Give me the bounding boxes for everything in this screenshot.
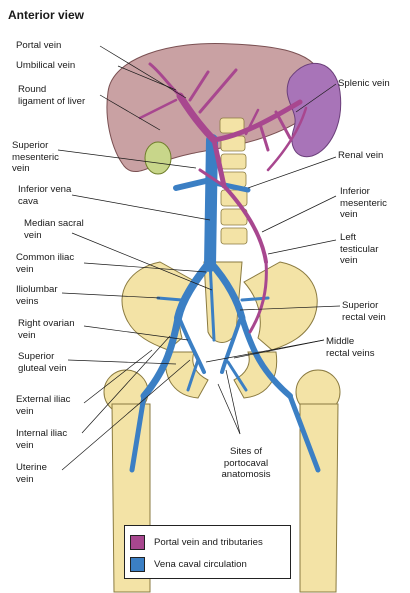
view-title: Anterior view [8,8,85,22]
label-renal-vein: Renal vein [338,150,384,161]
legend-label-portal: Portal vein and tributaries [154,536,263,548]
caval-veins [129,134,321,473]
label-median-sacral-vein: Median sacral vein [24,218,84,241]
label-left-testicular-vein: Left testicular vein [340,232,379,266]
gallbladder [144,141,172,175]
label-middle-rectal-veins: Middle rectal veins [326,336,375,359]
label-common-iliac-vein: Common iliac vein [16,252,75,275]
legend-item-caval: Vena caval circulation [130,556,247,572]
label-uterine-vein: Uterine vein [16,462,47,485]
legend: Portal vein and tributaries Vena caval c… [124,525,291,579]
label-portal-vein: Portal vein [16,40,62,51]
legend-swatch-caval [130,556,145,572]
label-right-ovarian-vein: Right ovarian vein [18,318,75,341]
legend-swatch-portal [130,534,145,550]
label-umbilical-vein: Umbilical vein [16,60,76,71]
label-splenic-vein: Splenic vein [338,78,390,89]
portal-veins [138,62,308,334]
label-inferior-vena-cava: Inferior vena cava [18,184,72,207]
pelvis [121,261,318,399]
label-iliolumbar-veins: Iliolumbar veins [16,284,58,307]
label-round-ligament: Round ligament of liver [18,84,86,107]
label-internal-iliac-vein: Internal iliac vein [16,428,68,451]
label-sites-of-portocaval-anastomosis: Sites of portocaval anatomosis [221,446,271,480]
label-superior-gluteal-vein: Superior gluteal vein [18,351,67,374]
legend-label-caval: Vena caval circulation [154,558,247,570]
spleen [286,62,342,158]
label-inferior-mesenteric-vein: Inferior mesenteric vein [340,186,387,220]
pointer-lines [57,45,341,471]
label-superior-mesenteric-vein: Superior mesenteric vein [12,140,59,174]
label-superior-rectal-vein: Superior rectal vein [342,300,386,323]
label-external-iliac-vein: External iliac vein [16,394,71,417]
legend-item-portal: Portal vein and tributaries [130,534,263,550]
